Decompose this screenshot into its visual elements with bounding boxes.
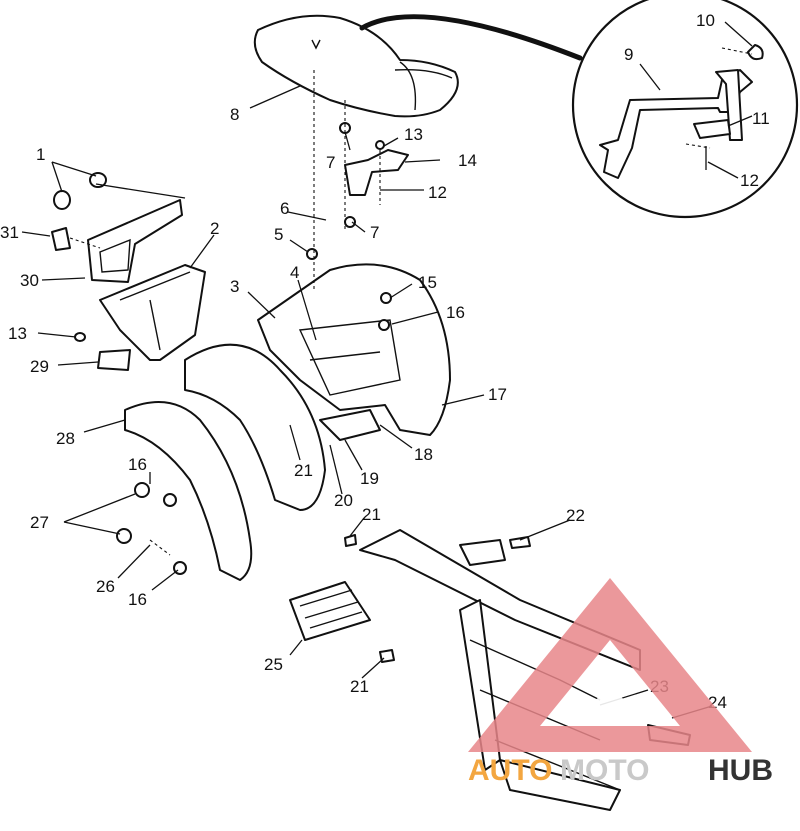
leader-lines [21,21,753,719]
callout-12b: 12 [428,183,447,202]
tool-box [74,264,206,371]
watermark-text-moto: MOTO [560,754,649,787]
callout-19: 19 [360,469,379,488]
watermark-text-hub: HUB [708,754,773,787]
callout-20: 20 [334,491,353,510]
callout-12a: 12 [740,171,759,190]
callout-9: 9 [624,45,633,64]
callout-21a: 21 [294,461,313,480]
callout-4: 4 [290,263,299,282]
callout-7b: 7 [370,223,379,242]
callout-13a: 13 [404,125,423,144]
callout-30: 30 [20,271,39,290]
bracket-14 [344,140,409,196]
callout-7a: 7 [326,153,335,172]
callout-21c: 21 [350,677,369,696]
callout-27: 27 [30,513,49,532]
callout-25: 25 [264,655,283,674]
side-panel [51,172,183,283]
callout-26: 26 [96,577,115,596]
callout-13b: 13 [8,324,27,343]
callout-15: 15 [418,273,437,292]
watermark-logo: AUTO MOTO HUB [468,578,773,787]
callout-16b: 16 [128,455,147,474]
callout-10: 10 [696,11,715,30]
footrest [289,581,371,641]
callout-14: 14 [458,151,477,170]
callout-29: 29 [30,357,49,376]
hose-line [359,14,583,61]
left-fender [124,343,326,581]
detail-circle [571,0,799,219]
callout-17: 17 [488,385,507,404]
callout-1: 1 [36,145,45,164]
callout-28: 28 [56,429,75,448]
callout-3: 3 [230,277,239,296]
callout-labels: 1 2 3 4 5 6 7 7 8 9 10 11 12 12 13 13 14… [0,11,770,712]
seat [253,14,459,118]
callout-2: 2 [210,219,219,238]
callout-6: 6 [280,199,289,218]
callout-11: 11 [752,109,770,128]
watermark-triangle-icon [468,578,752,752]
watermark-text-auto: AUTO [468,754,552,787]
callout-8: 8 [230,105,239,124]
callout-16c: 16 [128,590,147,609]
callout-31: 31 [0,223,19,242]
callout-5: 5 [274,225,283,244]
callout-22: 22 [566,506,585,525]
callout-16a: 16 [446,303,465,322]
callout-21b: 21 [362,505,381,524]
callout-18: 18 [414,445,433,464]
